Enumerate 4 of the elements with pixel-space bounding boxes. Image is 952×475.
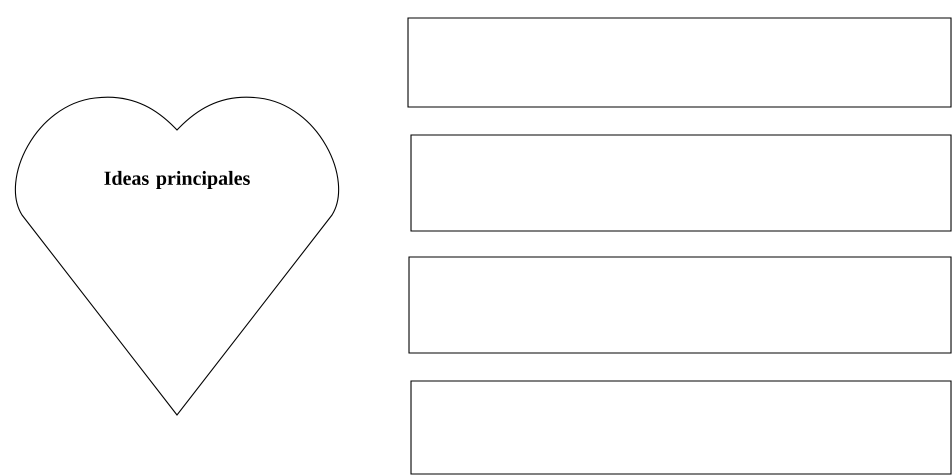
empty-box xyxy=(407,17,952,108)
empty-box xyxy=(410,134,952,232)
empty-box xyxy=(410,380,952,475)
empty-box xyxy=(408,256,952,354)
